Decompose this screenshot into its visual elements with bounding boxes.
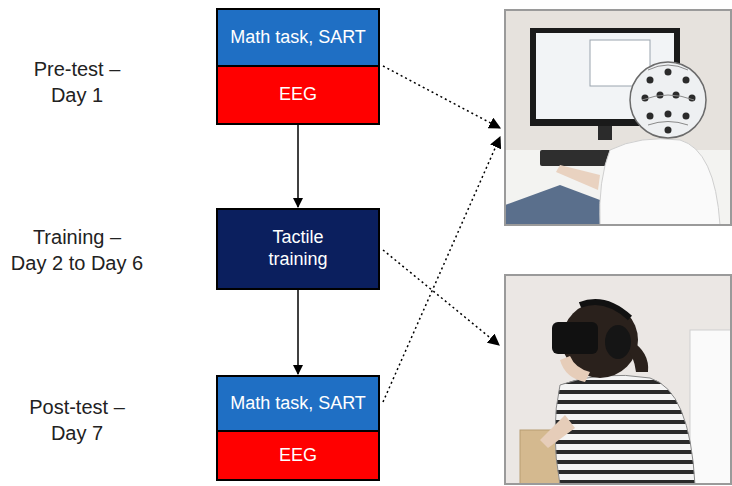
eeg-photo xyxy=(505,10,732,225)
box-text: Math task, SART xyxy=(230,393,366,415)
task-band: Math task, SART xyxy=(216,375,380,432)
shirt xyxy=(600,139,720,225)
phase-label: Training – Day 2 to Day 6 xyxy=(2,224,152,276)
flow-arrow xyxy=(297,125,299,207)
eeg-band: EEG xyxy=(216,65,380,125)
wall xyxy=(505,275,732,485)
monitor-stand xyxy=(598,126,612,140)
eeg-cap xyxy=(630,62,706,138)
striped-shirt xyxy=(555,375,695,485)
headphone-band xyxy=(580,302,630,318)
dotted-arrow xyxy=(383,250,499,345)
task-band: Math task, SART xyxy=(216,8,380,67)
eeg-band: EEG xyxy=(216,430,380,481)
phase-label: Post-test – Day 7 xyxy=(2,394,152,446)
arm xyxy=(556,165,600,190)
chair xyxy=(690,330,732,485)
dotted-arrow xyxy=(383,66,500,128)
electrodes xyxy=(642,69,696,134)
box-text: Math task, SART xyxy=(230,27,366,49)
box-text: Tactile training xyxy=(243,227,353,270)
phase-label: Pre-test – Day 1 xyxy=(2,56,152,108)
jeans xyxy=(505,185,600,225)
cap-wires xyxy=(642,65,694,125)
dotted-pointers xyxy=(383,66,500,402)
box-text: EEG xyxy=(279,84,317,106)
training-photo xyxy=(505,275,732,485)
arm xyxy=(540,415,575,448)
box-text: EEG xyxy=(279,445,317,467)
headphone-cup xyxy=(605,325,631,359)
photo-frame xyxy=(505,10,731,225)
photo-frame xyxy=(505,275,731,484)
flow-arrow xyxy=(297,290,299,374)
dotted-arrow xyxy=(383,137,500,402)
wall xyxy=(505,10,732,225)
training-box: Tactile training xyxy=(216,208,380,290)
vr-headset xyxy=(552,322,598,354)
face xyxy=(560,356,590,382)
